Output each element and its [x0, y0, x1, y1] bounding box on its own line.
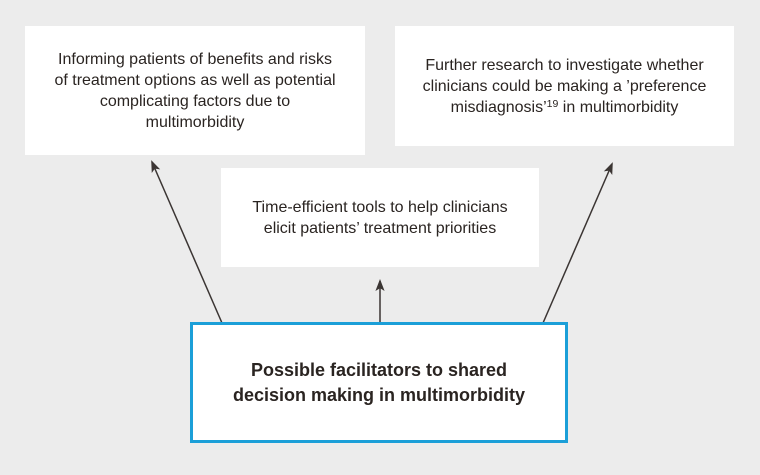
time-efficient-tools-box: Time-efficient tools to help clinicians …	[221, 168, 539, 267]
reference-superscript: 19	[546, 97, 559, 110]
further-research-box: Further research to investigate whether …	[395, 26, 734, 146]
further-research-text: Further research to investigate whether …	[414, 55, 715, 118]
time-efficient-tools-text: Time-efficient tools to help clinicians …	[252, 198, 508, 237]
inform-patients-box: Informing patients of benefits and risks…	[25, 26, 365, 155]
root-box: Possible facilitators to shared decision…	[190, 322, 568, 443]
further-research-text-tail: in multimorbidity	[558, 98, 679, 116]
arrow-to-research-box	[542, 162, 613, 324]
further-research-text-main: Further research to investigate whether …	[422, 56, 707, 116]
arrow-to-inform-box	[151, 160, 223, 324]
inform-patients-text: Informing patients of benefits and risks…	[54, 50, 336, 131]
root-box-title: Possible facilitators to shared decision…	[232, 359, 526, 405]
